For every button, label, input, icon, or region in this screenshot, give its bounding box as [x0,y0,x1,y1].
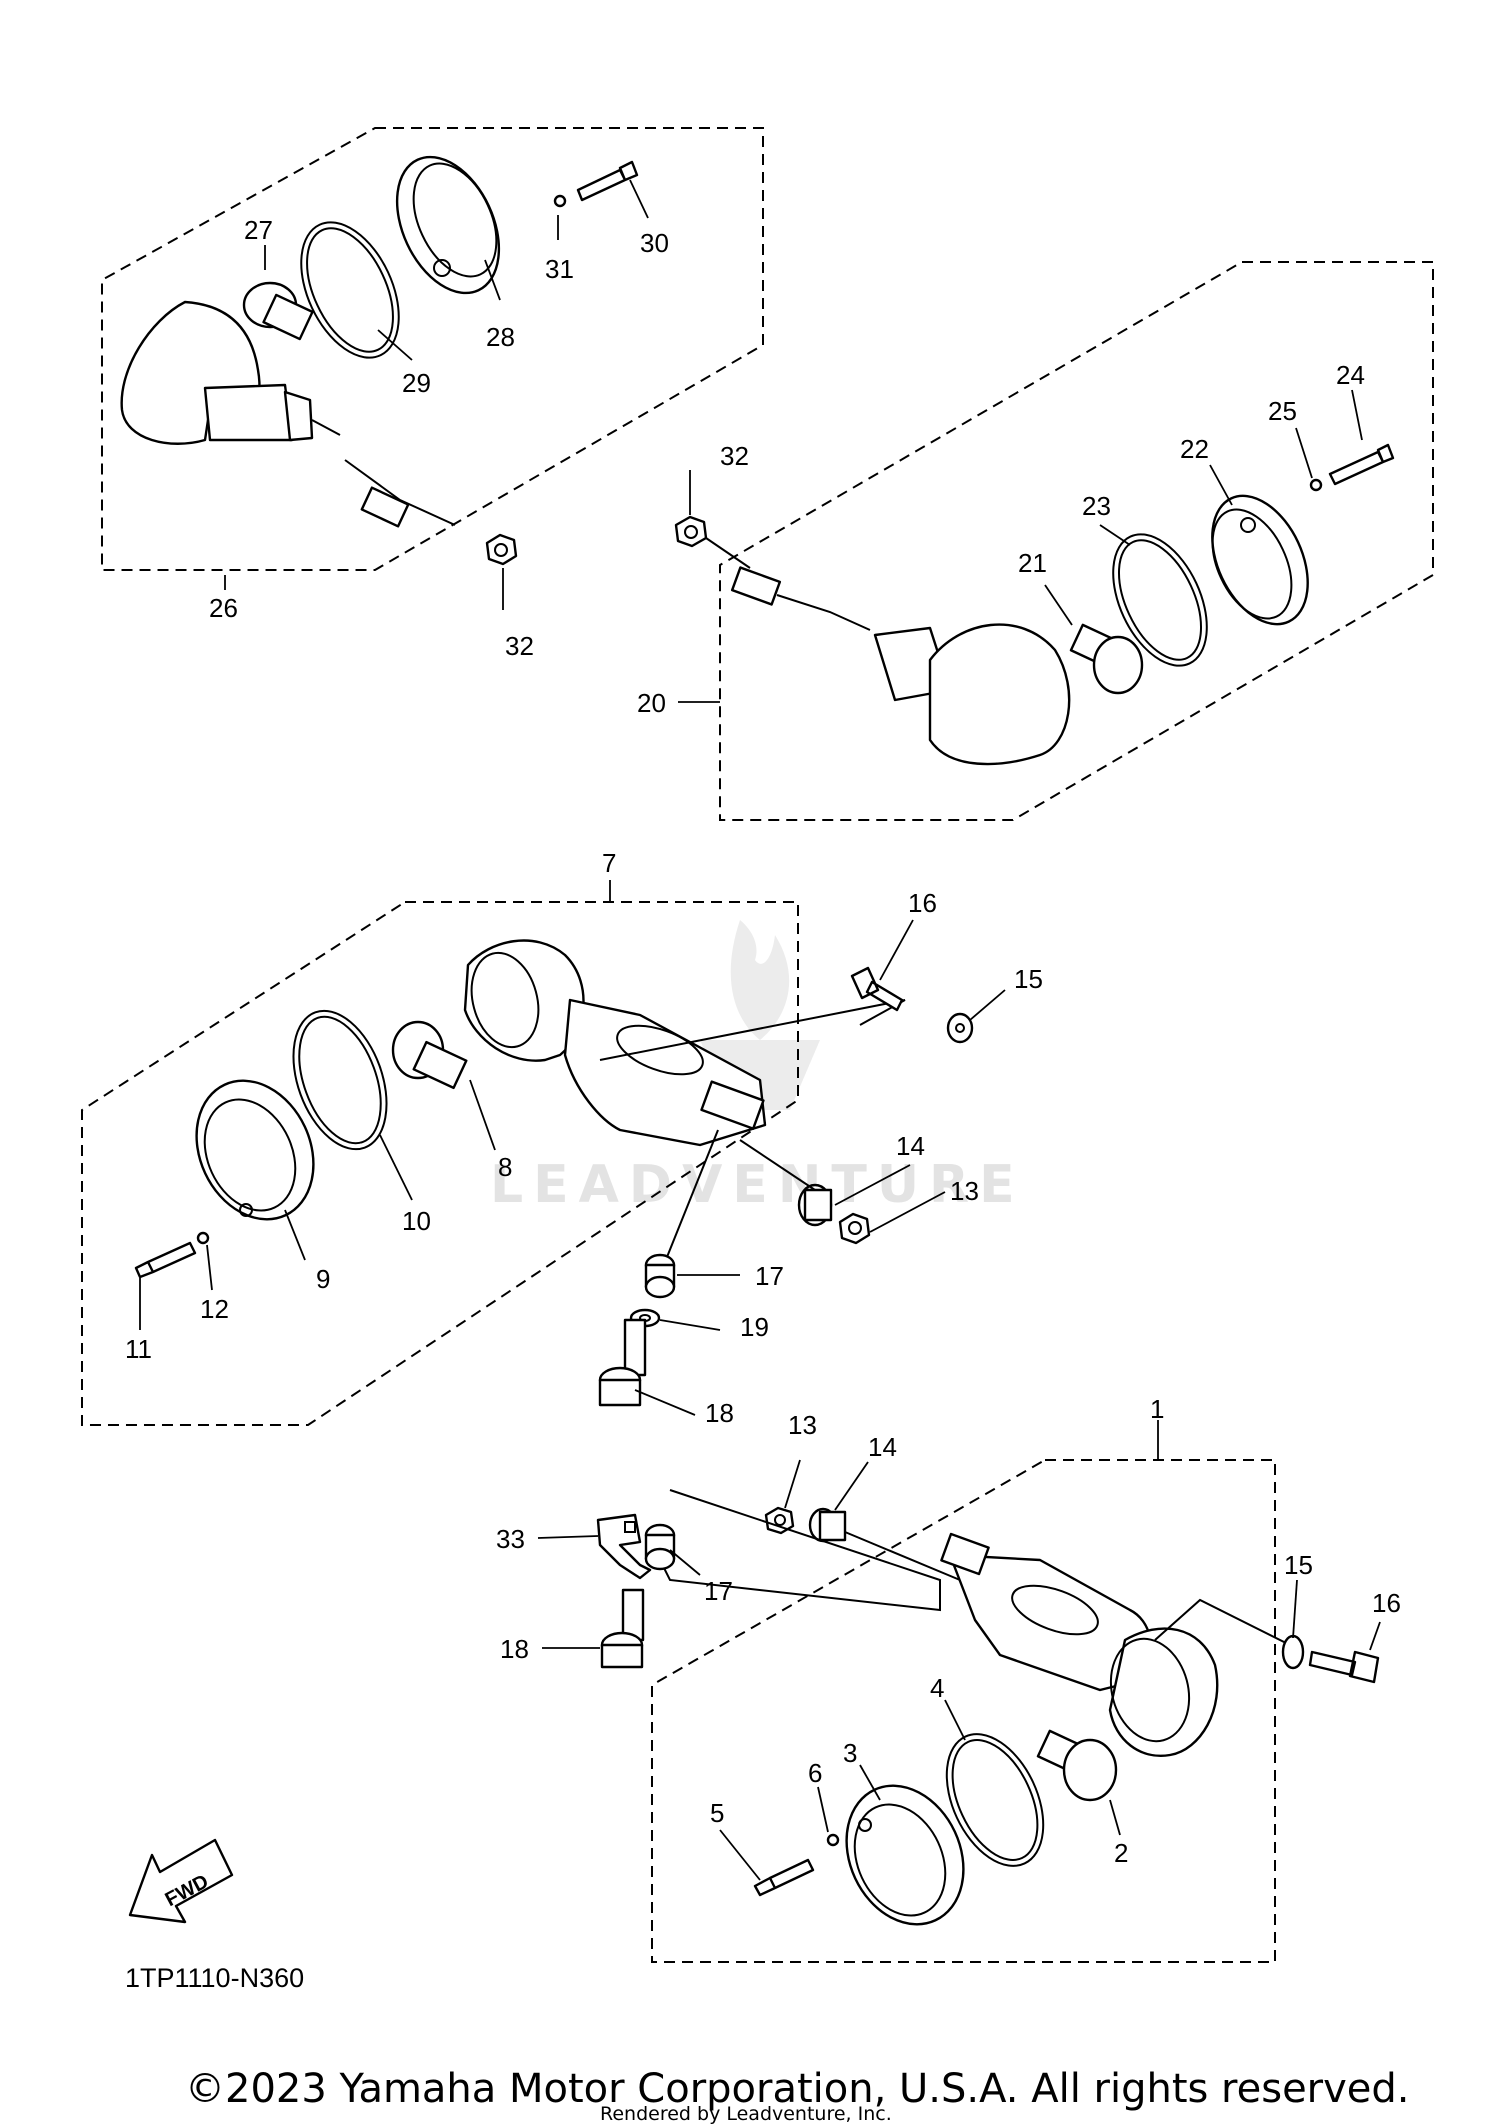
callout-30: 30 [640,228,669,258]
screw-5 [753,1858,815,1897]
assembly-20 [674,261,1434,821]
bolt-16-lower [1308,1650,1380,1684]
bolt-18-lower [600,1588,645,1669]
rendered-by-text: Rendered by Leadventure, Inc. [600,2103,892,2125]
washer-15-lower [1281,1634,1305,1670]
callout-8: 8 [498,1152,512,1182]
assembly-7 [81,880,906,1426]
callout-7: 7 [602,848,616,878]
nut-32-right [674,515,708,548]
callout-22: 22 [1180,434,1209,464]
callout-23: 23 [1082,491,1111,521]
callout-11: 11 [125,1334,152,1364]
lens-cover-3 [845,1784,965,1926]
fwd-arrow-icon: FWD [128,1838,234,1924]
callout-28: 28 [486,322,515,352]
watermark-text: LEADVENTURE [490,1155,1025,1215]
callout-31: 31 [545,254,574,284]
callout-9: 9 [316,1264,330,1294]
assembly-1 [651,1420,1301,1963]
spacer-17-lower [644,1523,676,1571]
callout-17-lower: 17 [704,1576,733,1606]
washer-12 [196,1231,210,1245]
screw-24 [1328,443,1395,486]
callout-15-upper: 15 [1014,964,1043,994]
bulb-8 [391,1020,468,1090]
callout-15-lower: 15 [1284,1550,1313,1580]
callout-5: 5 [710,1798,724,1828]
copyright-text: ©2023 Yamaha Motor Corporation, U.S.A. A… [185,2066,1410,2112]
callout-1: 1 [1150,1394,1164,1424]
connector-20 [730,566,782,606]
callout-2: 2 [1114,1838,1128,1868]
loose-middle-parts [598,919,1006,1416]
callout-16-upper: 16 [908,888,937,918]
callout-14-upper: 14 [896,1131,925,1161]
washer-6 [826,1833,840,1847]
callout-29: 29 [402,368,431,398]
connector-26 [360,486,410,528]
screw-11 [134,1241,197,1279]
bracket-33 [596,1513,652,1580]
gasket-23 [1112,533,1208,667]
callout-labels: 1 2 3 4 5 6 7 8 9 10 11 12 13 13 14 14 1… [125,215,1401,1868]
lens-ring-28 [395,155,501,295]
callout-20: 20 [637,688,666,718]
callout-6: 6 [808,1758,822,1788]
callout-12: 12 [200,1294,229,1324]
callout-26: 26 [209,593,238,623]
bulb-21 [1069,623,1144,695]
bolt-16-upper [850,966,904,1012]
callout-10: 10 [402,1206,431,1236]
gasket-10 [292,1009,388,1151]
callout-14-lower: 14 [868,1432,897,1462]
callout-32-upper-left: 32 [505,631,534,661]
callout-19: 19 [740,1312,769,1342]
callout-18-lower: 18 [500,1634,529,1664]
callout-21: 21 [1018,548,1047,578]
bulb-27 [242,281,314,341]
collar-14-upper [797,1183,833,1227]
callout-32-upper-right: 32 [720,441,749,471]
spacer-17-upper [644,1253,676,1299]
loose-lower-parts [537,1459,1381,1684]
assembly-26 [101,127,764,610]
nut-32-upper [485,533,518,566]
washer-15-upper [946,1012,974,1044]
diagram-code: 1TP1110-N360 [125,1963,304,1993]
callout-3: 3 [843,1738,857,1768]
lens-cover-9 [195,1079,315,1221]
callout-24: 24 [1336,360,1365,390]
bolt-18-upper [598,1318,647,1407]
washer-25 [1309,478,1323,492]
bulb-2 [1036,1729,1118,1802]
callout-33: 33 [496,1524,525,1554]
callout-4: 4 [930,1673,944,1703]
watermark-logo: LEADVENTURE [490,920,1025,1215]
callout-27: 27 [244,215,273,245]
screw-30 [576,160,639,202]
gasket-29 [300,221,400,359]
gasket-4 [945,1733,1045,1867]
callout-18-upper: 18 [705,1398,734,1428]
collar-14-lower [808,1507,847,1543]
nut-13-lower [764,1506,795,1535]
callout-25: 25 [1268,396,1297,426]
nut-13-upper [838,1212,871,1245]
callout-13-lower: 13 [788,1410,817,1440]
callout-17-upper: 17 [755,1261,784,1291]
lens-ring-22 [1211,494,1309,626]
washer-31 [553,194,567,208]
callout-16-lower: 16 [1372,1588,1401,1618]
callout-13-upper: 13 [950,1176,979,1206]
